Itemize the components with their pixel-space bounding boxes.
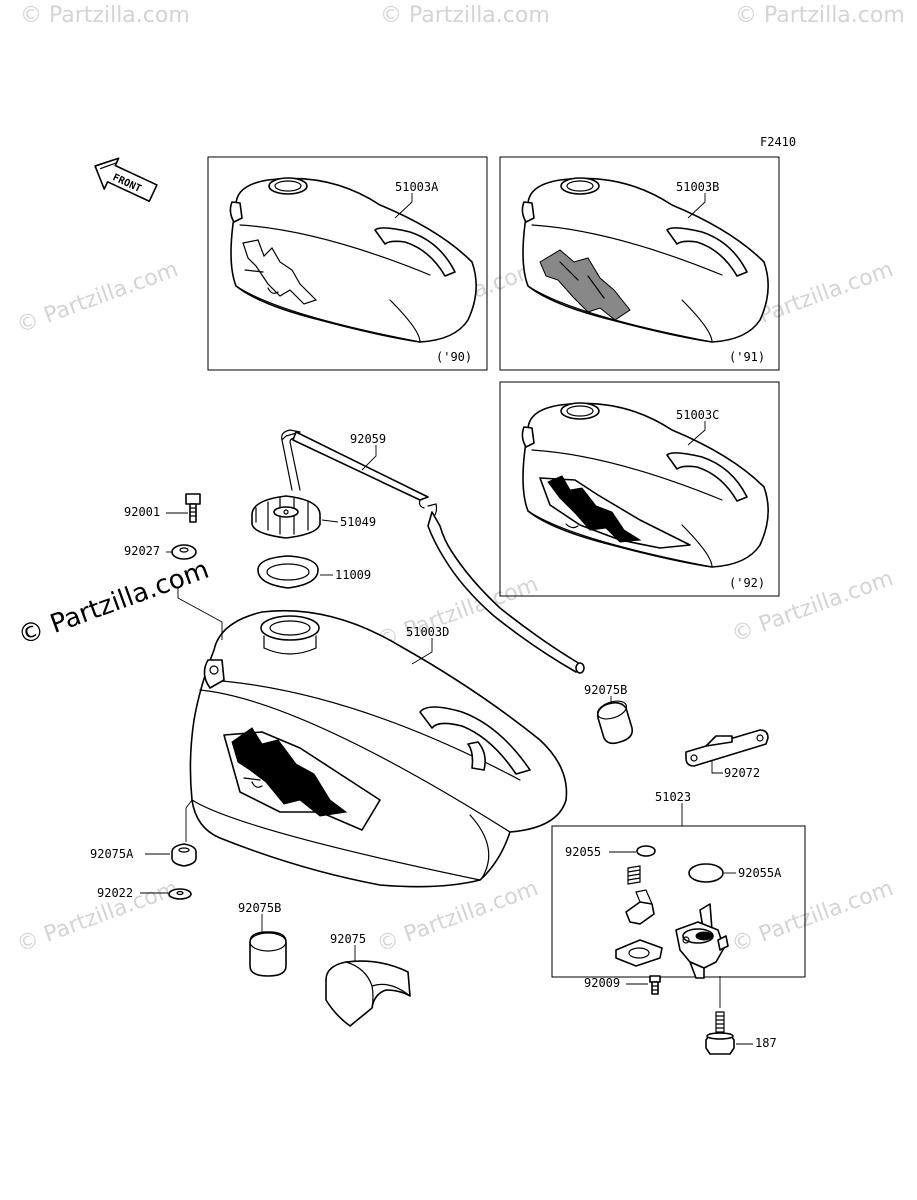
damper-92075b-upper[interactable] [595, 698, 634, 745]
watermark: © Partzilla.com [374, 572, 542, 654]
bolt-92001[interactable] [185, 493, 201, 523]
fuel-cock-body-icon [675, 903, 729, 979]
callout-51023: 51023 [655, 790, 691, 804]
fuel-cock-frame [551, 825, 806, 978]
variant-box-51003b[interactable]: 51003B ('91) [499, 156, 780, 371]
model-year: ('91) [729, 350, 765, 364]
variant-frame [499, 381, 780, 597]
model-year: ('92) [729, 576, 765, 590]
lever-icon [625, 889, 655, 925]
callout-92075b-upper[interactable]: 92075B [584, 683, 627, 697]
grommet-92075a[interactable] [171, 843, 197, 867]
damper-92075b-lower[interactable] [249, 931, 287, 977]
o-ring-92055a[interactable] [688, 863, 724, 883]
washer-92022[interactable] [168, 888, 192, 900]
screw-92009[interactable] [649, 975, 661, 995]
callout-92009[interactable]: 92009 [584, 976, 620, 990]
front-arrow-icon: FRONT [94, 157, 158, 203]
plate-92072[interactable] [685, 729, 769, 767]
callout-92001[interactable]: 92001 [124, 505, 160, 519]
part-number: 51003C [676, 408, 719, 422]
watermark: © Partzilla.com [735, 3, 905, 28]
part-number: 51003A [395, 180, 439, 194]
fuel-cock-assembly-51023[interactable]: 51023 92055 92055A [551, 790, 806, 995]
washer-92027[interactable] [171, 544, 197, 560]
watermark: © Partzilla.com [729, 876, 897, 958]
callout-92027[interactable]: 92027 [124, 544, 160, 558]
breather-hose-92059[interactable] [281, 429, 585, 674]
plate-gasket-icon [615, 939, 663, 967]
callout-92059[interactable]: 92059 [350, 432, 386, 446]
watermark: © Partzilla.com [14, 555, 213, 652]
callout-92072[interactable]: 92072 [724, 766, 760, 780]
diagram-code: F2410 [760, 135, 796, 149]
callout-51003d[interactable]: 51003D [406, 625, 449, 639]
callout-92022[interactable]: 92022 [97, 886, 133, 900]
callout-187[interactable]: 187 [755, 1036, 777, 1050]
o-ring-92055[interactable] [636, 845, 656, 857]
variant-frame [499, 156, 780, 371]
bolt-187[interactable] [705, 1011, 735, 1055]
part-number: 51003B [676, 180, 719, 194]
fuel-tank-51003d[interactable] [189, 609, 568, 888]
callout-92055[interactable]: 92055 [565, 845, 601, 859]
watermark: © Partzilla.com [20, 3, 190, 28]
callout-92055a[interactable]: 92055A [738, 866, 782, 880]
gasket-11009[interactable] [257, 555, 319, 589]
fuel-tank-51003c-drawing [521, 402, 769, 568]
variant-frame [207, 156, 488, 371]
watermark: © Partzilla.com [374, 876, 542, 958]
spring-icon [627, 865, 641, 885]
callout-92075a[interactable]: 92075A [90, 847, 134, 861]
variant-box-51003c[interactable]: 51003C ('92) [499, 381, 780, 597]
fuel-tank-51003b-drawing [521, 177, 769, 343]
model-year: ('90) [436, 350, 472, 364]
watermark: © Partzilla.com [14, 257, 182, 339]
variant-box-51003a[interactable]: 51003A ('90) [207, 156, 488, 371]
callout-92075[interactable]: 92075 [330, 932, 366, 946]
fuel-tank-51003a-drawing [229, 177, 477, 343]
damper-92075[interactable] [325, 960, 411, 1027]
tank-cap-51049[interactable] [251, 495, 321, 539]
watermark: © Partzilla.com [380, 3, 550, 28]
callout-11009[interactable]: 11009 [335, 568, 371, 582]
callout-92075b-lower[interactable]: 92075B [238, 901, 281, 915]
callout-51049[interactable]: 51049 [340, 515, 376, 529]
